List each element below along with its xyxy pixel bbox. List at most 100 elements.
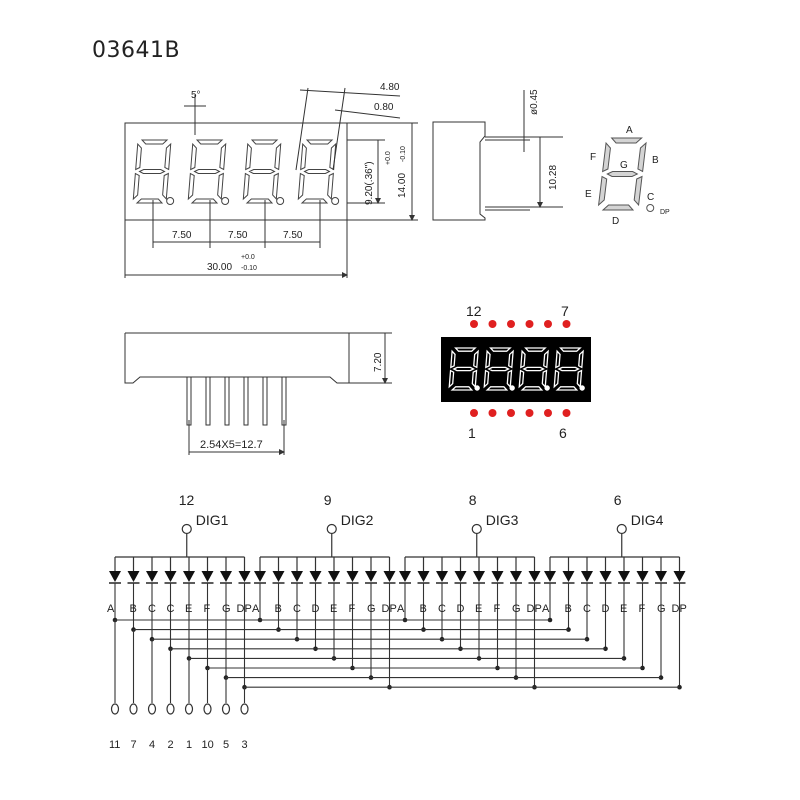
segment-pin-number: 1: [186, 739, 192, 751]
diode-icon: [164, 571, 177, 582]
segment-label: DP: [527, 603, 542, 615]
diode-icon: [454, 571, 467, 582]
segment-label: F: [204, 603, 211, 615]
diode-icon: [291, 571, 303, 582]
bottom-pin: [281, 376, 287, 426]
front-digit-4: [297, 139, 340, 205]
segment-b: [274, 142, 282, 171]
segment-f: [300, 142, 307, 171]
segment-f: [190, 142, 197, 171]
segment-dp: [544, 385, 550, 391]
segment-label: C: [293, 603, 301, 615]
diode-icon: [146, 571, 158, 582]
segment-label: F: [349, 603, 356, 615]
diode-icon: [346, 571, 359, 582]
common-pin-terminal: [326, 523, 337, 535]
front-view: [124, 87, 418, 278]
digit-pin-number: 6: [614, 492, 622, 508]
segment-a: [305, 139, 334, 145]
digit-name-label: DIG4: [631, 512, 664, 528]
pin-dot-top: [507, 320, 515, 328]
segment-f: [135, 142, 142, 171]
segment-d: [520, 386, 544, 391]
height-tol-minus: -0.10: [400, 146, 407, 162]
diode-icon: [399, 571, 411, 582]
segment-c: [506, 369, 513, 389]
diode-icon: [473, 571, 485, 582]
front-view-body: [124, 122, 348, 221]
segment-label: G: [657, 603, 666, 615]
segment-label: C: [167, 603, 175, 615]
digit-name-label: DIG3: [486, 512, 519, 528]
segment-dp: [509, 385, 515, 391]
segment-d: [555, 386, 579, 391]
photo-digit-4: [553, 347, 585, 391]
segment-pin-terminal: [129, 703, 138, 715]
segment-label: F: [494, 603, 501, 615]
segment-e: [597, 175, 608, 207]
segment-c: [541, 369, 548, 389]
segment-label: E: [185, 603, 192, 615]
front-view-digits: [132, 139, 340, 205]
angle-label: 5°: [191, 90, 201, 101]
pin-dot-bottom: [544, 409, 552, 417]
segment-label: A: [542, 603, 550, 615]
pin-dot-top: [488, 320, 497, 328]
pin-label-6: 6: [559, 425, 567, 441]
pitch-dim-1: 7.50: [172, 230, 192, 241]
digit-name-label: DIG1: [196, 512, 229, 528]
segment-label: A: [397, 603, 405, 615]
segment-label: B: [275, 603, 282, 615]
segment-e: [518, 369, 525, 389]
segment-pin-number: 10: [202, 739, 214, 751]
segment-label: G: [512, 603, 521, 615]
segment-e: [297, 172, 305, 201]
pin-label-7: 7: [561, 303, 569, 319]
segment-pin-number: 7: [131, 739, 137, 751]
bottom-pin: [243, 376, 249, 426]
segment-dp: [221, 197, 230, 205]
segment-d: [601, 204, 635, 211]
pin-dots: [470, 320, 571, 417]
row-spacing-dim: 10.28: [548, 165, 559, 190]
segment-label: B: [130, 603, 137, 615]
segment-a: [610, 137, 643, 144]
segment-b: [508, 349, 514, 369]
segment-pin-number: 5: [223, 739, 229, 751]
part-number-title: 03641B: [92, 38, 181, 63]
segment-c: [162, 172, 169, 201]
segment-pin-number: 11: [109, 739, 120, 751]
segment-b: [219, 142, 227, 171]
front-digit-3: [242, 139, 285, 205]
diode-icon: [528, 571, 541, 582]
pitch-dim-3: 7.50: [283, 230, 303, 241]
segment-map-label-dp: DP: [660, 209, 670, 216]
diode-icon: [655, 571, 667, 582]
segment-f: [485, 349, 491, 369]
photo-digit-2: [483, 347, 515, 391]
segment-stroke-dim: 0.80: [374, 102, 394, 113]
segment-dp: [331, 197, 340, 205]
segment-f: [245, 142, 252, 171]
digit-name-label: DIG2: [341, 512, 374, 528]
segment-label: G: [222, 603, 231, 615]
segment-a: [454, 347, 477, 352]
side-view: [432, 90, 563, 221]
segment-dp: [166, 197, 175, 205]
segment-label: E: [475, 603, 482, 615]
segment-label: DP: [382, 603, 397, 615]
diode-icon: [183, 571, 195, 582]
diode-icon: [510, 571, 522, 582]
height-dim: 14.00: [397, 173, 408, 198]
segment-map-label-d: D: [612, 216, 619, 227]
pinout-photo: [441, 320, 591, 417]
pin-dot-bottom: [470, 409, 478, 417]
segment-pin-terminal: [166, 703, 175, 715]
diode-icon: [417, 571, 430, 582]
segment-width-dim: 4.80: [380, 82, 400, 93]
bottom-pin: [186, 376, 192, 426]
common-pin-terminal: [181, 523, 192, 535]
width-tol-minus: -0.10: [241, 265, 257, 272]
front-digit-2: [187, 139, 230, 205]
